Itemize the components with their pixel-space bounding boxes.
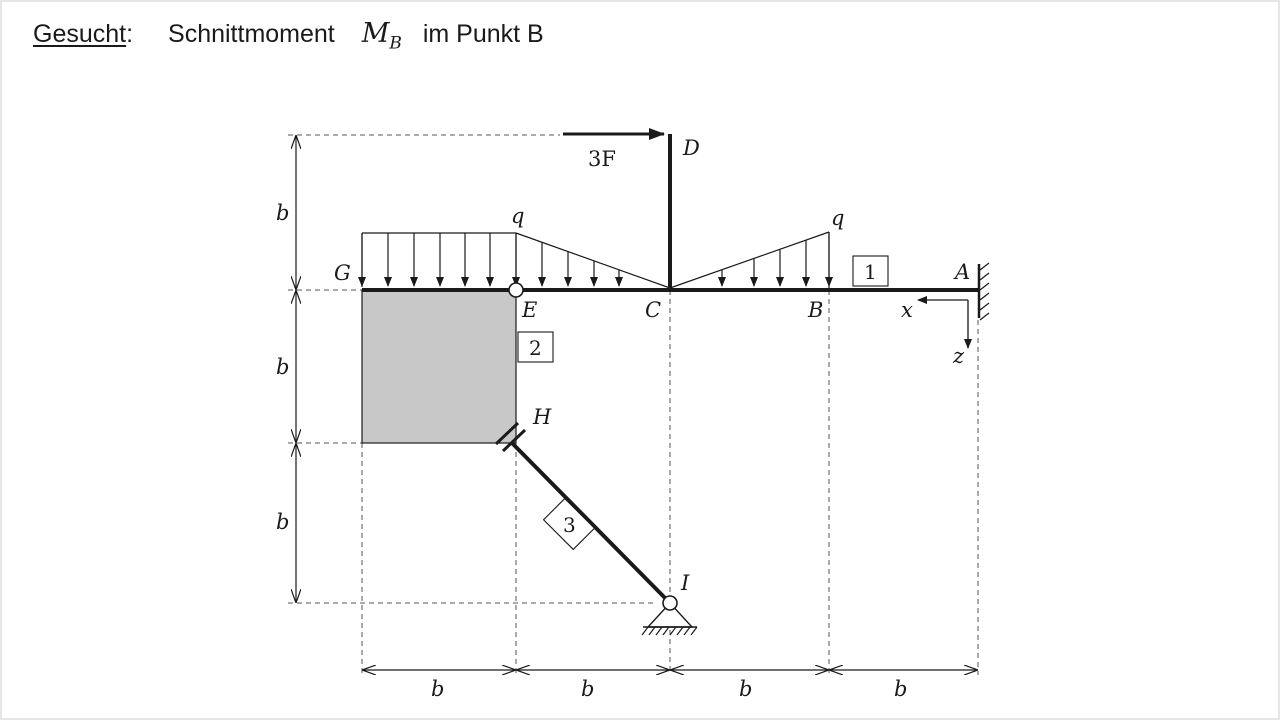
load-triangle-right-edge (669, 231, 830, 289)
point-label-g: G (334, 261, 351, 285)
load-arrows (358, 232, 833, 287)
load-triangle-left-edge (515, 232, 671, 289)
heading-label: Gesucht (33, 20, 127, 48)
dim-label-v2: b (276, 355, 289, 379)
distributed-loads (361, 231, 830, 289)
point-label-b: B (807, 298, 823, 322)
dim-label-v3: b (276, 510, 289, 534)
heading-quantity: Schnittmoment (168, 20, 335, 48)
load-label-right: q (831, 206, 844, 230)
z-axis-label: z (952, 344, 965, 368)
task-heading: Gesucht: Schnittmoment MB im Punkt B (33, 18, 544, 53)
diagonal-strut (510, 441, 672, 605)
body-box-3 (542, 497, 596, 551)
moment-symbol-main: M (361, 18, 390, 49)
dim-label-h4: b (894, 677, 907, 701)
body-box-2 (517, 331, 554, 363)
point-label-i: I (680, 571, 690, 595)
point-label-h: H (532, 405, 552, 429)
dim-label-v1: b (276, 201, 289, 225)
point-label-c: C (645, 298, 661, 322)
moment-symbol-sub: B (389, 33, 402, 54)
sleeve-h (494, 421, 527, 453)
moment-symbol: MB (362, 18, 402, 53)
heading-location: im Punkt B (422, 20, 544, 48)
point-label-d: D (682, 136, 700, 160)
rigid-panel (361, 289, 517, 444)
body-label-2: 2 (529, 336, 542, 360)
fixed-support-a (977, 262, 990, 321)
body-label-1: 1 (864, 260, 877, 284)
body-label-3: 3 (563, 513, 576, 537)
heading-separator: : (126, 20, 134, 48)
pin-support-i (641, 595, 698, 636)
force-label: 3F (588, 147, 616, 171)
x-axis-label: x (901, 298, 913, 322)
dim-label-h2: b (581, 677, 594, 701)
point-label-a: A (953, 260, 970, 284)
point-label-e: E (521, 298, 537, 322)
dim-label-h3: b (739, 677, 752, 701)
body-box-1 (852, 255, 889, 287)
hinge-e (508, 282, 524, 298)
hinge-i (662, 595, 678, 611)
load-label-left: q (511, 204, 524, 228)
dim-label-h1: b (431, 677, 444, 701)
force-label-text: 3F (588, 147, 616, 171)
